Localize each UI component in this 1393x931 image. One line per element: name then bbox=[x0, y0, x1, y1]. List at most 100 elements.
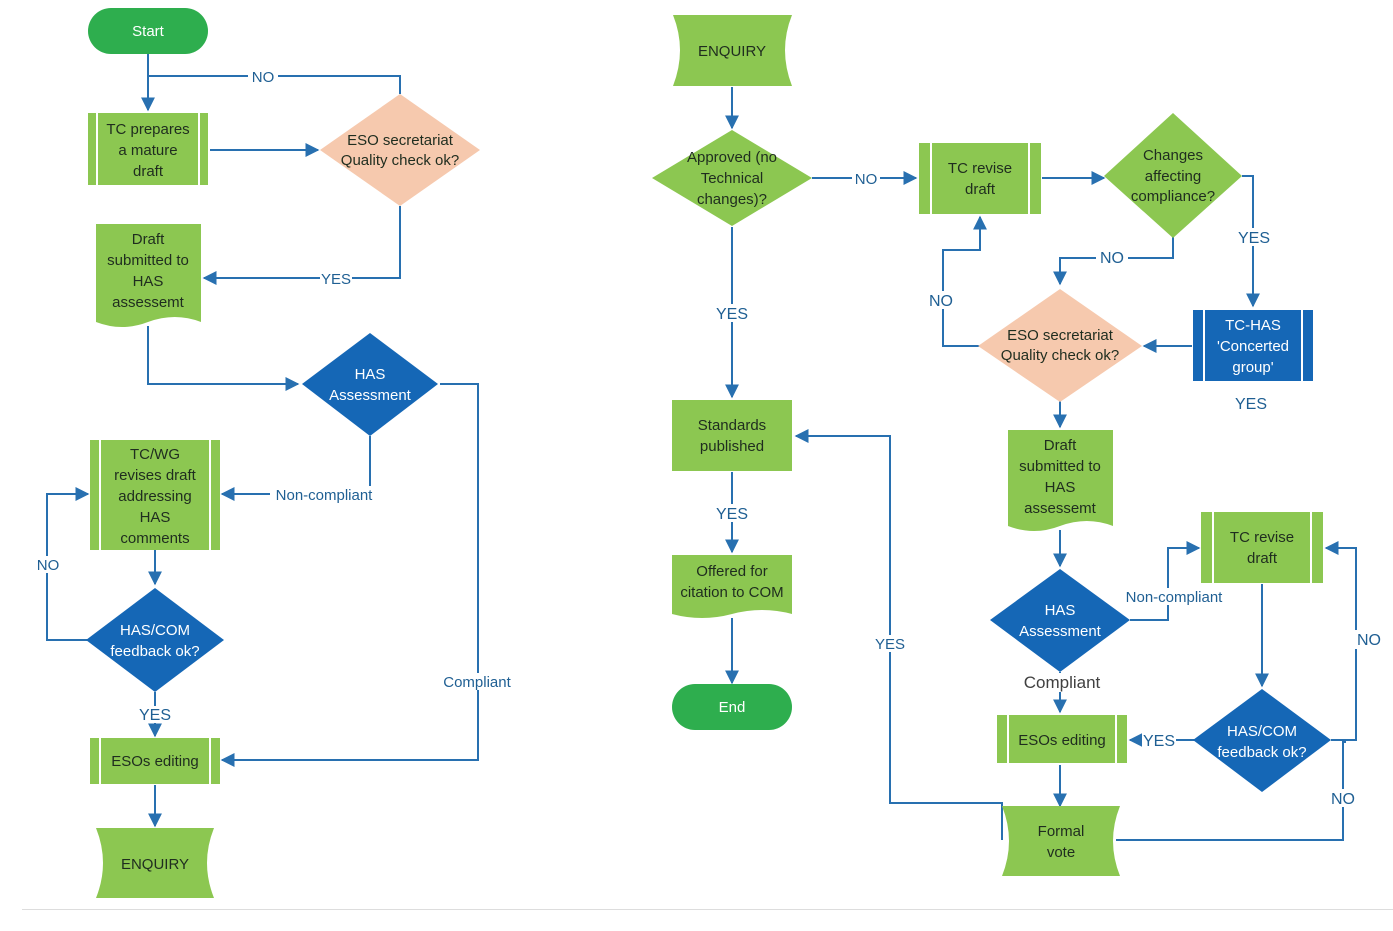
right-hascom-line-1: HAS/COM bbox=[1227, 723, 1297, 740]
edge-label-standards-yes: YES bbox=[716, 506, 748, 523]
right-esos-editing-label: ESOs editing bbox=[1018, 732, 1106, 749]
right-has-assessment-decision: HAS Assessment bbox=[990, 569, 1130, 672]
tc-has-line-2: 'Concerted bbox=[1217, 338, 1289, 355]
tc-revise-bottom-process: TC revise draft bbox=[1201, 512, 1323, 583]
offered-line-1: Offered for bbox=[696, 563, 767, 580]
formal-vote-line-1: Formal bbox=[1038, 823, 1085, 840]
tc-revise-top-line-1: TC revise bbox=[948, 160, 1012, 177]
right-hascom-feedback-decision: HAS/COM feedback ok? bbox=[1193, 689, 1331, 792]
edge-label-right-noncompliant: Non-compliant bbox=[1126, 589, 1224, 606]
changes-decision: Changes affecting compliance? bbox=[1104, 113, 1242, 238]
formal-vote-line-2: vote bbox=[1047, 844, 1075, 861]
right-eso-check-decision: ESO secretariat Quality check ok? bbox=[978, 289, 1142, 402]
right-esos-editing-process: ESOs editing bbox=[997, 715, 1127, 763]
enquiry-bottom-data: ENQUIRY bbox=[96, 828, 214, 898]
approved-line-3: changes)? bbox=[697, 191, 767, 208]
tc-revise-bottom-line-2: draft bbox=[1247, 550, 1278, 567]
right-draft-submitted-document: Draft submitted to HAS assessemt bbox=[1008, 430, 1113, 531]
tc-prepares-process: TC prepares a mature draft bbox=[88, 113, 208, 185]
standards-published-process: Standards published bbox=[672, 400, 792, 471]
draft-submitted-document: Draft submitted to HAS assessemt bbox=[96, 224, 201, 327]
esos-editing-process: ESOs editing bbox=[90, 738, 220, 784]
standards-line-2: published bbox=[700, 438, 764, 455]
has-assessment-decision: HAS Assessment bbox=[302, 333, 438, 436]
draft-submitted-line-1: Draft bbox=[132, 231, 165, 248]
offered-document: Offered for citation to COM bbox=[672, 555, 792, 618]
standards-line-1: Standards bbox=[698, 417, 766, 434]
edge-label-no-top: NO bbox=[252, 69, 275, 86]
approved-line-2: Technical bbox=[701, 170, 764, 187]
draft-submitted-line-2: submitted to bbox=[107, 252, 189, 269]
start-terminator: Start bbox=[88, 8, 208, 54]
hascom-feedback-decision: HAS/COM feedback ok? bbox=[86, 588, 224, 692]
tc-has-group-process: TC-HAS 'Concerted group' bbox=[1193, 310, 1313, 381]
edge-label-changes-no: NO bbox=[1100, 250, 1124, 267]
enquiry-top-data: ENQUIRY bbox=[673, 15, 792, 86]
right-has-line-2: Assessment bbox=[1019, 623, 1102, 640]
edge-label-compliant: Compliant bbox=[443, 674, 511, 691]
edge-feedback-no-loop bbox=[1324, 541, 1357, 741]
bottom-divider bbox=[22, 909, 1393, 910]
right-draft-line-3: HAS bbox=[1045, 479, 1076, 496]
right-eso-check-line-2: Quality check ok? bbox=[1001, 347, 1119, 364]
end-terminator: End bbox=[672, 684, 792, 730]
edge-label-right-feedback-yes: YES bbox=[1143, 733, 1175, 750]
offered-line-2: citation to COM bbox=[680, 584, 783, 601]
tcwg-line-5: comments bbox=[120, 530, 189, 547]
tc-revise-top-process: TC revise draft bbox=[919, 143, 1041, 214]
edge-eso-no-loop bbox=[942, 215, 987, 347]
right-has-line-1: HAS bbox=[1045, 602, 1076, 619]
right-draft-line-2: submitted to bbox=[1019, 458, 1101, 475]
end-label: End bbox=[719, 699, 746, 716]
eso-check-line-1: ESO secretariat bbox=[347, 132, 454, 149]
edge-label-yes-eso: YES bbox=[321, 271, 351, 288]
tc-prepares-line-3: draft bbox=[133, 163, 164, 180]
edge-has-compliant bbox=[220, 383, 479, 767]
hascom-line-2: feedback ok? bbox=[110, 643, 199, 660]
eso-check-line-2: Quality check ok? bbox=[341, 152, 459, 169]
edge-label-group-yes: YES bbox=[1235, 396, 1267, 413]
edge-vote-yes-to-standards bbox=[794, 429, 1003, 840]
changes-line-2: affecting bbox=[1145, 168, 1201, 185]
edge-label-no-side: NO bbox=[37, 557, 60, 574]
tc-prepares-line-1: TC prepares bbox=[106, 121, 189, 138]
edge-label-right-feedback-no: NO bbox=[1357, 632, 1381, 649]
draft-submitted-line-3: HAS bbox=[133, 273, 164, 290]
tc-revise-top-line-2: draft bbox=[965, 181, 996, 198]
edge-label-vote-yes: YES bbox=[875, 636, 905, 653]
edge-label-changes-yes: YES bbox=[1238, 230, 1270, 247]
edge-label-approved-yes: YES bbox=[716, 306, 748, 323]
tc-has-line-3: group' bbox=[1232, 359, 1273, 376]
formal-vote-data: Formal vote bbox=[1002, 806, 1120, 876]
tcwg-line-4: HAS bbox=[140, 509, 171, 526]
right-draft-line-1: Draft bbox=[1044, 437, 1077, 454]
right-eso-check-line-1: ESO secretariat bbox=[1007, 327, 1114, 344]
tc-prepares-line-2: a mature bbox=[118, 142, 177, 159]
edge-changes-yes bbox=[1242, 175, 1260, 308]
start-label: Start bbox=[132, 23, 165, 40]
edge-label-yes-feedback: YES bbox=[139, 707, 171, 724]
edge-has-noncompliant bbox=[1130, 541, 1201, 621]
tc-has-line-1: TC-HAS bbox=[1225, 317, 1281, 334]
enquiry-top-label: ENQUIRY bbox=[698, 43, 766, 60]
edge-eso-no-loop bbox=[148, 75, 401, 94]
changes-line-1: Changes bbox=[1143, 147, 1203, 164]
tcwg-line-3: addressing bbox=[118, 488, 191, 505]
enquiry-bottom-label: ENQUIRY bbox=[121, 856, 189, 873]
has-assessment-line-1: HAS bbox=[355, 366, 386, 383]
tcwg-line-2: revises draft bbox=[114, 467, 197, 484]
has-assessment-line-2: Assessment bbox=[329, 387, 412, 404]
edge-draft-to-has bbox=[147, 326, 300, 391]
eso-check-decision: ESO secretariat Quality check ok? bbox=[320, 94, 480, 206]
edge-label-right-compliant: Compliant bbox=[1024, 673, 1101, 692]
draft-submitted-line-4: assessemt bbox=[112, 294, 185, 311]
tcwg-line-1: TC/WG bbox=[130, 446, 180, 463]
right-hascom-line-2: feedback ok? bbox=[1217, 744, 1306, 761]
approved-decision: Approved (no Technical changes)? bbox=[652, 130, 812, 226]
right-draft-line-4: assessemt bbox=[1024, 500, 1097, 517]
tcwg-revises-process: TC/WG revises draft addressing HAS comme… bbox=[90, 440, 220, 550]
changes-line-3: compliance? bbox=[1131, 188, 1215, 205]
hascom-line-1: HAS/COM bbox=[120, 622, 190, 639]
edge-label-approved-no: NO bbox=[855, 171, 878, 188]
tc-revise-bottom-line-1: TC revise bbox=[1230, 529, 1294, 546]
